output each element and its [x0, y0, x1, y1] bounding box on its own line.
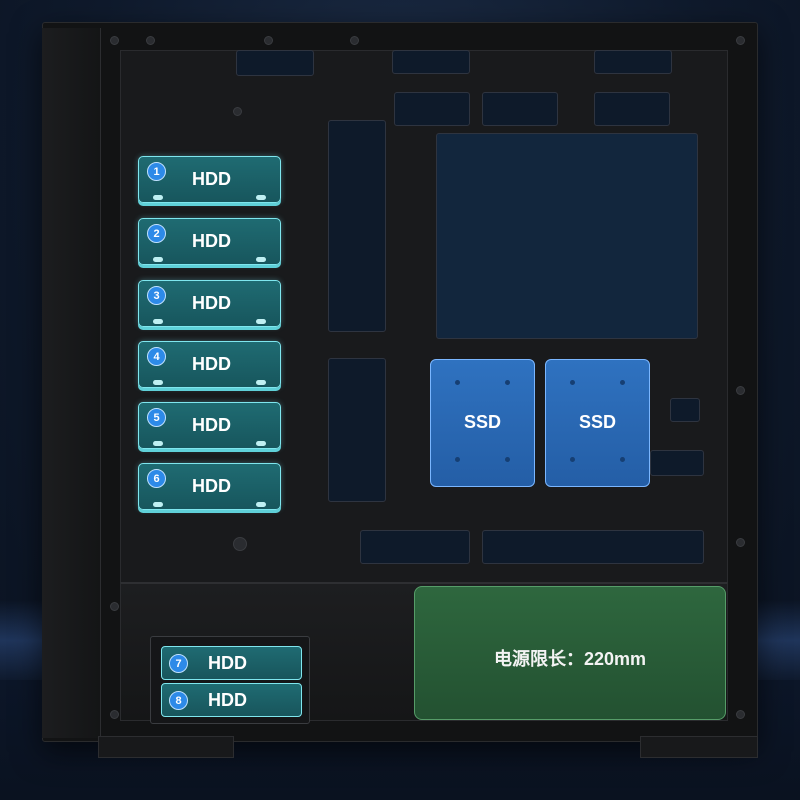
mount-pin	[256, 319, 266, 324]
mount-pin	[256, 441, 266, 446]
screw-point	[455, 380, 460, 385]
top-fan-slot-2	[392, 50, 470, 74]
screw-hole	[110, 602, 119, 611]
screw-point	[570, 380, 575, 385]
screw-point	[620, 380, 625, 385]
bottom-cutout-2	[482, 530, 704, 564]
hdd-bay-7: 7 HDD	[161, 646, 302, 680]
screw-point	[455, 457, 460, 462]
mount-pin	[256, 195, 266, 200]
hdd-label: HDD	[208, 653, 247, 673]
screw-point	[505, 380, 510, 385]
screw-point	[620, 457, 625, 462]
hdd-bay-5: 5 HDD	[138, 402, 281, 449]
hdd-bay-6: 6 HDD	[138, 463, 281, 510]
bay-number-badge: 3	[147, 286, 166, 305]
cpu-cutout	[436, 133, 698, 339]
hdd-label: HDD	[192, 169, 231, 189]
bay-number-badge: 1	[147, 162, 166, 181]
front-panel	[42, 28, 101, 738]
screw-hole	[736, 36, 745, 45]
screw-hole	[736, 538, 745, 547]
bay-number-badge: 7	[169, 654, 188, 673]
screw-hole	[233, 537, 247, 551]
bay-number-badge: 8	[169, 691, 188, 710]
bottom-cutout-1	[360, 530, 470, 564]
top-fan-slot-3	[594, 50, 672, 74]
case-foot-left	[98, 736, 234, 758]
screw-hole	[736, 710, 745, 719]
screw-point	[570, 457, 575, 462]
ssd-bay-2: SSD	[545, 359, 650, 487]
hdd-bay-1: 1 HDD	[138, 156, 281, 203]
mount-pin	[153, 441, 163, 446]
hdd-bay-2: 2 HDD	[138, 218, 281, 265]
hdd-bay-4: 4 HDD	[138, 341, 281, 388]
bay-number-badge: 4	[147, 347, 166, 366]
mount-pin	[256, 502, 266, 507]
psu-area: 电源限长：220mm	[414, 586, 726, 720]
screw-hole	[264, 36, 273, 45]
hdd-label: HDD	[192, 415, 231, 435]
psu-length-label: 电源限长：220mm	[493, 649, 647, 669]
screw-hole	[350, 36, 359, 45]
mount-pin	[153, 319, 163, 324]
bay-number-badge: 5	[147, 408, 166, 427]
top-cutout-1	[394, 92, 470, 126]
ssd-bay-1: SSD	[430, 359, 535, 487]
mount-pin	[153, 502, 163, 507]
top-cutout-3	[594, 92, 670, 126]
bay-number-badge: 6	[147, 469, 166, 488]
hdd-label: HDD	[192, 354, 231, 374]
screw-point	[505, 457, 510, 462]
hdd-label: HDD	[192, 293, 231, 313]
hdd-bay-8: 8 HDD	[161, 683, 302, 717]
hdd-label: HDD	[192, 231, 231, 251]
cable-cutout-lower	[328, 358, 386, 502]
ssd-label: SSD	[463, 412, 501, 432]
small-cutout	[670, 398, 700, 422]
side-cutout	[650, 450, 704, 476]
ssd-label: SSD	[578, 412, 616, 432]
hdd-label: HDD	[208, 690, 247, 710]
mount-pin	[153, 380, 163, 385]
cable-cutout-upper	[328, 120, 386, 332]
screw-hole	[146, 36, 155, 45]
hdd-label: HDD	[192, 476, 231, 496]
bay-number-badge: 2	[147, 224, 166, 243]
mount-pin	[256, 257, 266, 262]
screw-hole	[736, 386, 745, 395]
screw-hole	[110, 36, 119, 45]
screw-hole	[233, 107, 242, 116]
hdd-bay-3: 3 HDD	[138, 280, 281, 327]
screw-hole	[110, 710, 119, 719]
top-cutout-2	[482, 92, 558, 126]
mount-pin	[153, 195, 163, 200]
case-foot-right	[640, 736, 758, 758]
top-fan-slot-1	[236, 50, 314, 76]
mount-pin	[153, 257, 163, 262]
mount-pin	[256, 380, 266, 385]
